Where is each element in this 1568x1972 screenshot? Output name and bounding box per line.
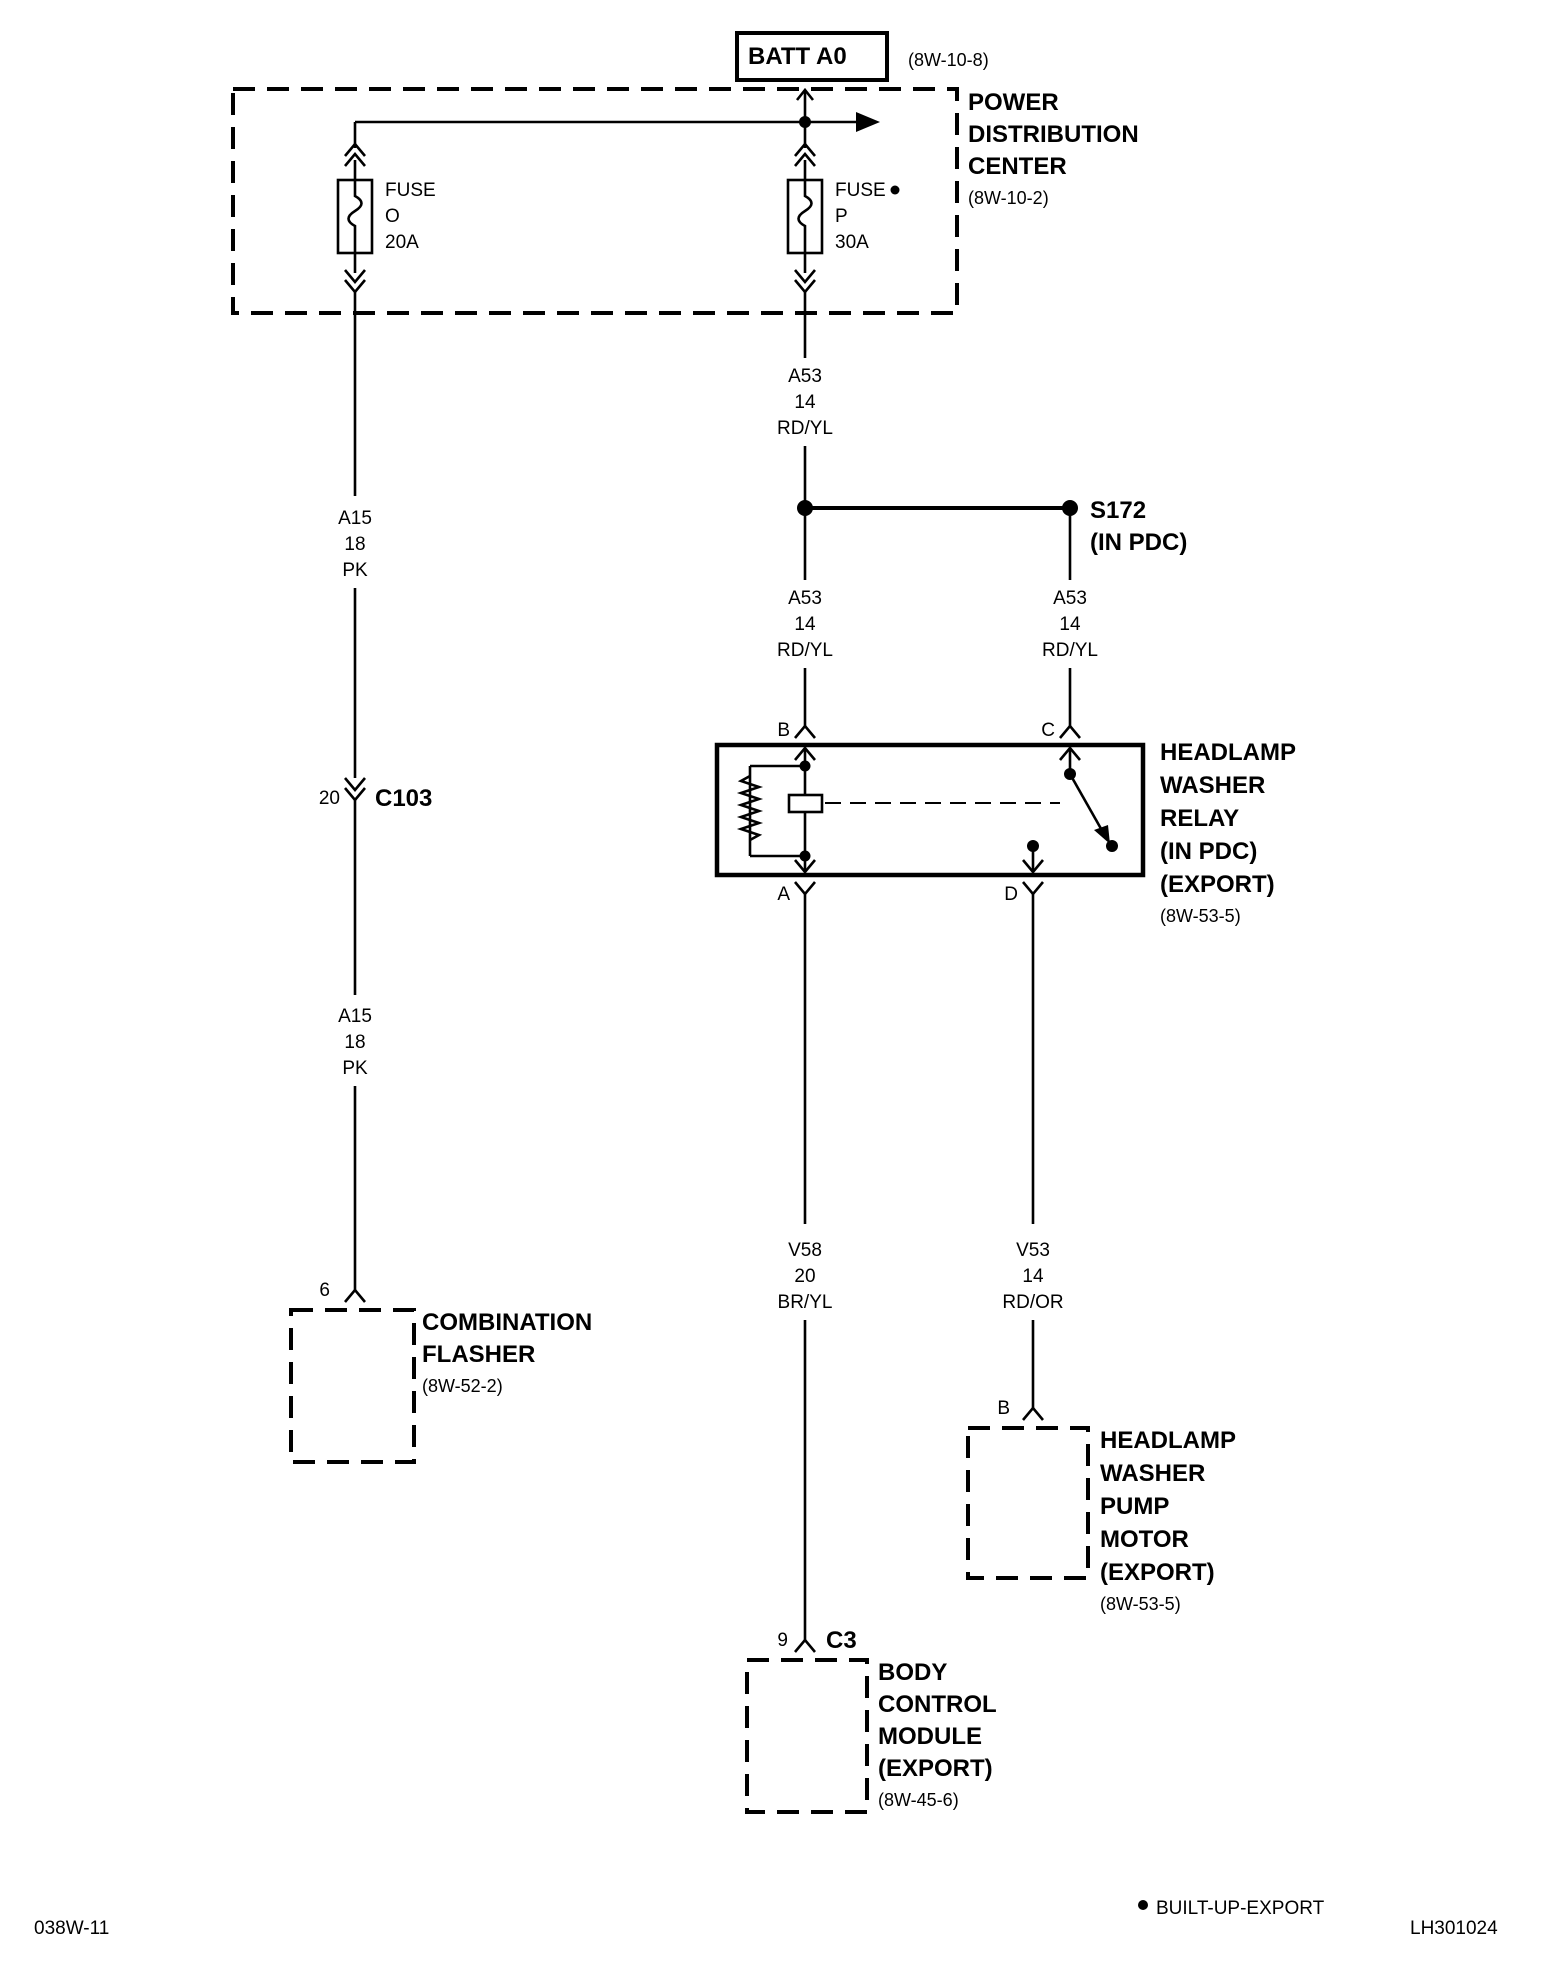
fuse-p-line1: FUSE bbox=[835, 180, 886, 201]
pdc-title-line3: CENTER bbox=[968, 153, 1067, 180]
flasher-outline bbox=[289, 1308, 416, 1464]
a53-right-color: RD/YL bbox=[1042, 640, 1098, 661]
a53-top-color: RD/YL bbox=[777, 418, 833, 439]
pump-motor-title-line3: PUMP bbox=[1100, 1493, 1169, 1520]
a15-bottom-color: PK bbox=[342, 1058, 368, 1079]
combination-flasher: 6 COMBINATION FLASHER (8W-52-2) bbox=[289, 1280, 592, 1464]
a53-top-circuit: A53 bbox=[788, 366, 822, 387]
pump-motor-title-line1: HEADLAMP bbox=[1100, 1427, 1236, 1454]
c103-name: C103 bbox=[375, 785, 432, 812]
circuit-v58: V58 20 BR/YL bbox=[778, 894, 833, 1653]
flasher-title-line2: FLASHER bbox=[422, 1341, 535, 1368]
a53-right-circuit: A53 bbox=[1053, 588, 1087, 609]
v53-color: RD/OR bbox=[1002, 1292, 1063, 1313]
bcm-title-line3: MODULE bbox=[878, 1723, 982, 1750]
fuse-p-line3: 30A bbox=[835, 232, 869, 253]
circuit-v53: V53 14 RD/OR bbox=[1002, 894, 1064, 1421]
splice-location: (IN PDC) bbox=[1090, 529, 1187, 556]
splice-name: S172 bbox=[1090, 497, 1146, 524]
relay-coil bbox=[787, 793, 824, 814]
fuse-o-line2: O bbox=[385, 206, 400, 227]
a53-left-gauge: 14 bbox=[794, 614, 816, 635]
relay-pin-d: D bbox=[1004, 884, 1018, 905]
a53-top-gauge: 14 bbox=[794, 392, 816, 413]
fuse-o-line3: 20A bbox=[385, 232, 419, 253]
circuit-a53: A53 14 RD/YL S172 (IN PDC) A53 14 RD/YL … bbox=[777, 292, 1187, 726]
bcm-title-line2: CONTROL bbox=[878, 1691, 997, 1718]
v58-circuit: V58 bbox=[788, 1240, 822, 1261]
a15-bottom-circuit: A15 bbox=[338, 1006, 372, 1027]
relay-title-line4: (IN PDC) bbox=[1160, 838, 1257, 865]
footer-legend: BUILT-UP-EXPORT bbox=[1156, 1898, 1325, 1919]
battery-label: BATT A0 bbox=[748, 43, 847, 70]
legend-dot bbox=[1138, 1900, 1148, 1910]
relay-title-line1: HEADLAMP bbox=[1160, 739, 1296, 766]
relay-pin-a: A bbox=[777, 884, 790, 905]
pdc-title-line1: POWER bbox=[968, 89, 1059, 116]
relay-contact-no bbox=[1106, 840, 1118, 852]
fuse-o: FUSE O 20A bbox=[336, 141, 436, 295]
pump-motor-ref: (8W-53-5) bbox=[1100, 1594, 1181, 1614]
bcm-title-line1: BODY bbox=[878, 1659, 947, 1686]
pump-motor-title-line2: WASHER bbox=[1100, 1460, 1205, 1487]
a53-left-color: RD/YL bbox=[777, 640, 833, 661]
connector-c103: 20 C103 bbox=[319, 777, 432, 812]
a15-top-circuit: A15 bbox=[338, 508, 372, 529]
circuit-a15: A15 18 PK 20 C103 A15 18 PK bbox=[319, 292, 432, 1303]
v58-gauge: 20 bbox=[794, 1266, 815, 1287]
battery-feed: BATT A0 (8W-10-8) bbox=[735, 31, 989, 123]
flasher-ref: (8W-52-2) bbox=[422, 1376, 503, 1396]
suppression-resistor bbox=[736, 774, 764, 842]
export-marker-dot bbox=[890, 185, 900, 195]
a15-top-gauge: 18 bbox=[344, 534, 365, 555]
fuse-p-line2: P bbox=[835, 206, 848, 227]
relay-outline bbox=[714, 742, 1146, 878]
headlamp-washer-pump-motor: B HEADLAMP WASHER PUMP MOTOR (EXPORT) (8… bbox=[966, 1398, 1236, 1614]
v53-circuit: V53 bbox=[1016, 1240, 1050, 1261]
flasher-pin: 6 bbox=[319, 1280, 330, 1301]
a15-bottom-gauge: 18 bbox=[344, 1032, 365, 1053]
bcm-ref: (8W-45-6) bbox=[878, 1790, 959, 1810]
a15-top-color: PK bbox=[342, 560, 368, 581]
relay-ref: (8W-53-5) bbox=[1160, 906, 1241, 926]
footer-figure-id: LH301024 bbox=[1410, 1918, 1498, 1939]
battery-box bbox=[735, 31, 889, 82]
relay-title-line3: RELAY bbox=[1160, 805, 1239, 832]
footer: 038W-11 BUILT-UP-EXPORT LH301024 bbox=[34, 1898, 1498, 1939]
switch-arrow-icon bbox=[1094, 825, 1110, 844]
footer-drawing-number: 038W-11 bbox=[34, 1918, 109, 1939]
pump-motor-pin: B bbox=[997, 1398, 1010, 1419]
v53-gauge: 14 bbox=[1022, 1266, 1044, 1287]
c103-pin: 20 bbox=[319, 788, 340, 809]
fuse-p: FUSE P 30A bbox=[786, 122, 900, 295]
bcm-outline bbox=[745, 1658, 869, 1814]
pdc-title-line2: DISTRIBUTION bbox=[968, 121, 1139, 148]
power-distribution-center: POWER DISTRIBUTION CENTER (8W-10-2) FUSE… bbox=[231, 87, 1139, 315]
bcm-pin: 9 bbox=[777, 1630, 788, 1651]
v58-color: BR/YL bbox=[778, 1292, 833, 1313]
pump-motor-outline bbox=[966, 1426, 1090, 1580]
pump-motor-title-line4: MOTOR bbox=[1100, 1526, 1189, 1553]
relay-pin-c: C bbox=[1041, 720, 1055, 741]
fuse-o-line1: FUSE bbox=[385, 180, 436, 201]
bus-arrow-icon bbox=[856, 112, 880, 132]
relay-pin-b: B bbox=[777, 720, 790, 741]
body-control-module: 9 C3 BODY CONTROL MODULE (EXPORT) (8W-45… bbox=[745, 1627, 997, 1814]
relay-title-line5: (EXPORT) bbox=[1160, 871, 1275, 898]
pump-motor-title-line5: (EXPORT) bbox=[1100, 1559, 1215, 1586]
pdc-ref: (8W-10-2) bbox=[968, 188, 1049, 208]
flasher-title-line1: COMBINATION bbox=[422, 1309, 592, 1336]
bcm-connector: C3 bbox=[826, 1627, 857, 1654]
a53-right-gauge: 14 bbox=[1059, 614, 1081, 635]
bcm-title-line4: (EXPORT) bbox=[878, 1755, 993, 1782]
relay-title-line2: WASHER bbox=[1160, 772, 1265, 799]
pdc-outline bbox=[231, 87, 959, 315]
a53-left-circuit: A53 bbox=[788, 588, 822, 609]
headlamp-washer-relay: B C A D HEADLAMP WASHER bbox=[714, 720, 1296, 926]
battery-ref: (8W-10-8) bbox=[908, 50, 989, 70]
